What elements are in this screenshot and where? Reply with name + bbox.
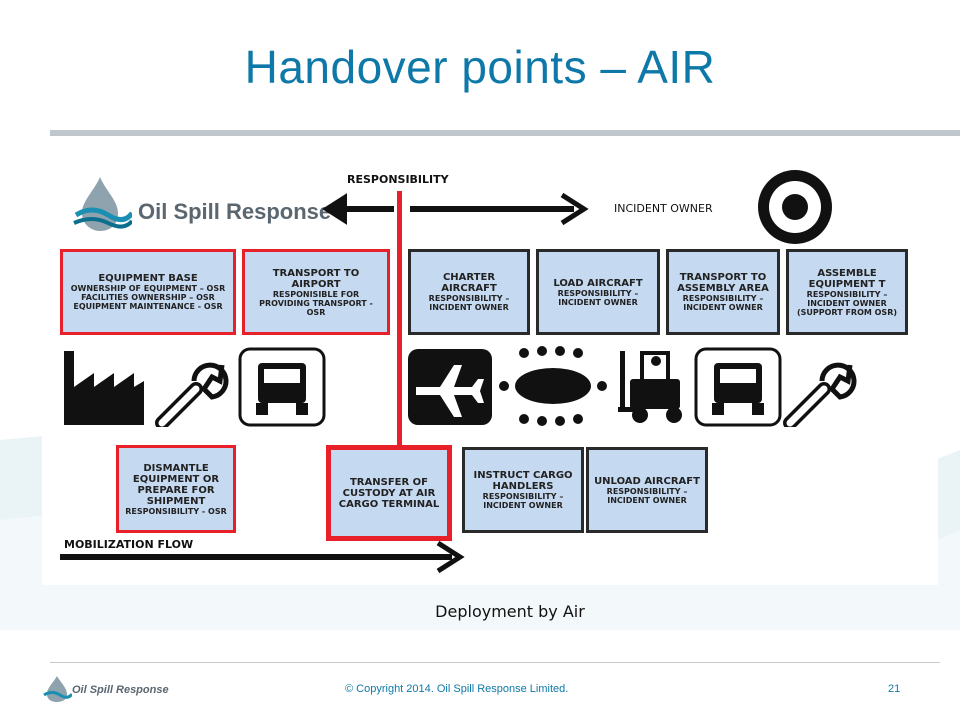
box-subtitle: RESPONSIBILITY – INCIDENT OWNER (428, 294, 510, 312)
box-subtitle: RESPONSIBILITY - OSR (125, 506, 227, 516)
box-assemble-equipment: ASSEMBLE EQUIPMENT T RESPONSIBILITY – IN… (786, 249, 908, 335)
box-title: LOAD AIRCRAFT (553, 277, 643, 289)
box-subtitle: OWNERSHIP OF EQUIPMENT – OSR FACILITIES … (70, 284, 226, 311)
mobilization-flow-arrow (60, 540, 465, 574)
mobilization-flow-label: MOBILIZATION FLOW (64, 538, 194, 551)
box-title: TRANSPORT TO AIRPORT (272, 267, 360, 290)
box-dismantle-equipment: DISMANTLE EQUIPMENT OR PREPARE FOR SHIPM… (116, 445, 236, 533)
wrench-icon (155, 362, 229, 427)
forklift-icon (618, 351, 682, 423)
box-subtitle: RESPONSIBILITY – INCIDENT OWNER (682, 294, 764, 312)
truck-icon (238, 347, 326, 427)
responsibility-label: RESPONSIBILITY (347, 173, 449, 186)
airplane-icon (408, 349, 492, 425)
oil-drop-logo-icon (73, 177, 132, 231)
title-divider (50, 130, 960, 136)
box-subtitle: RESPONISIBLE FOR PROVIDING TRANSPORT - O… (259, 289, 373, 317)
box-subtitle: RESPONSIBILITY – INCIDENT OWNER (557, 288, 639, 307)
box-title: TRANSPORT TO ASSEMBLY AREA (677, 272, 769, 294)
box-load-aircraft: LOAD AIRCRAFT RESPONSIBILITY – INCIDENT … (536, 249, 660, 335)
box-title: EQUIPMENT BASE (98, 273, 198, 284)
footer-divider (50, 662, 940, 663)
responsibility-divider-line (397, 191, 402, 451)
box-title: UNLOAD AIRCRAFT (594, 475, 700, 487)
box-instruct-cargo-handlers: INSTRUCT CARGO HANDLERS RESPONSIBILITY –… (462, 447, 584, 533)
box-charter-aircraft: CHARTER AIRCRAFT RESPONSIBILITY – INCIDE… (408, 249, 530, 335)
footer-logo-icon (43, 676, 72, 702)
box-transfer-of-custody: TRANSFER OF CUSTODY AT AIR CARGO TERMINA… (326, 445, 452, 541)
wrench-icon (783, 362, 857, 427)
target-icon (758, 170, 832, 244)
diagram-caption: Deployment by Air (435, 602, 585, 621)
box-subtitle: RESPONSIBILITY – INCIDENT OWNER (482, 492, 564, 510)
slide-title: Handover points – AIR (244, 41, 716, 93)
meeting-table-icon (499, 346, 607, 426)
box-transport-to-assembly-area: TRANSPORT TO ASSEMBLY AREA RESPONSIBILIT… (666, 249, 780, 335)
box-subtitle: RESPONSIBILITY – INCIDENT OWNER (SUPPORT… (796, 289, 898, 317)
box-title: ASSEMBLE EQUIPMENT T (808, 267, 886, 290)
box-title: INSTRUCT CARGO HANDLERS (473, 470, 573, 492)
box-equipment-base: EQUIPMENT BASE OWNERSHIP OF EQUIPMENT – … (60, 249, 236, 335)
box-unload-aircraft: UNLOAD AIRCRAFT RESPONSIBILITY – INCIDEN… (586, 447, 708, 533)
box-title: CHARTER AIRCRAFT (441, 272, 497, 294)
box-transport-to-airport: TRANSPORT TO AIRPORT RESPONISIBLE FOR PR… (242, 249, 390, 335)
footer-logo-text: Oil Spill Response (72, 684, 169, 696)
box-subtitle: RESPONSIBILITY – INCIDENT OWNER (606, 486, 688, 505)
incident-owner-label: INCIDENT OWNER (614, 202, 713, 215)
factory-icon (64, 351, 144, 425)
logo-text: Oil Spill Response (138, 199, 332, 224)
diagram-panel: Oil Spill Response RESPONSIBILITY INCIDE… (42, 155, 938, 585)
responsibility-arrows (322, 192, 589, 226)
page-number: 21 (888, 683, 901, 695)
box-title: TRANSFER OF CUSTODY AT AIR CARGO TERMINA… (338, 476, 440, 510)
box-title: DISMANTLE EQUIPMENT OR PREPARE FOR SHIPM… (132, 462, 220, 507)
truck-icon (694, 347, 782, 427)
copyright-text: © Copyright 2014. Oil Spill Response Lim… (345, 683, 569, 695)
